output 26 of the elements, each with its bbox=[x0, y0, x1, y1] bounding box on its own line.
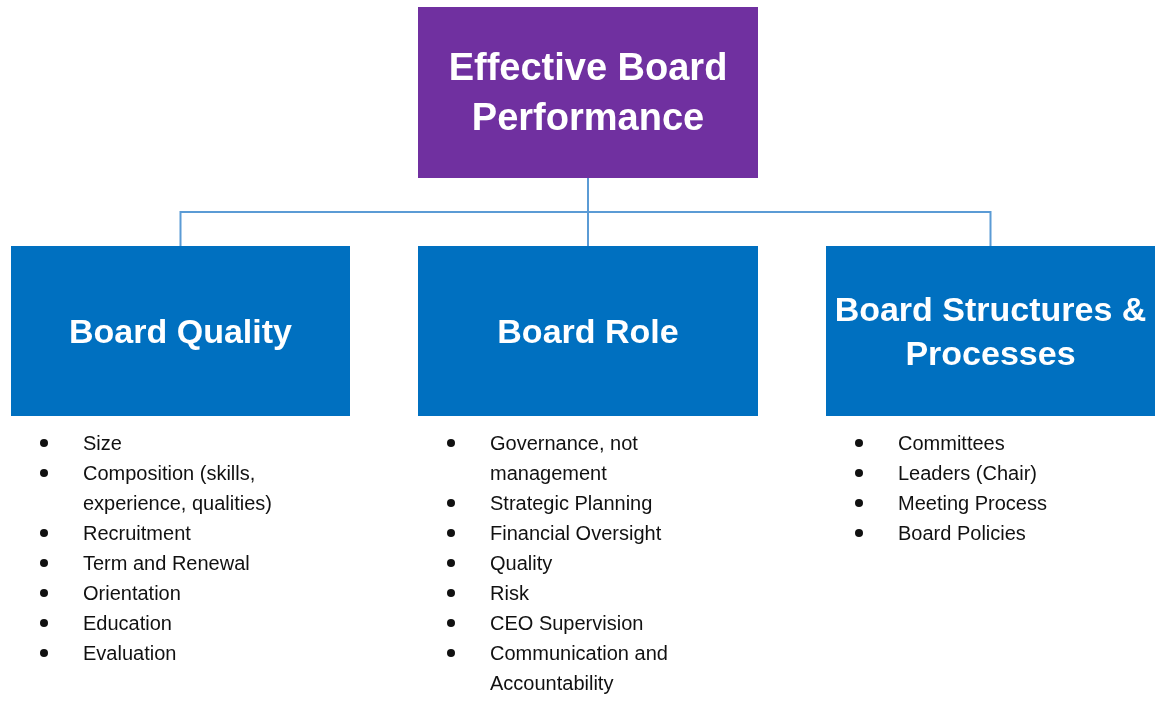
category-box bbox=[418, 246, 758, 416]
bullet-item: Recruitment bbox=[37, 518, 337, 548]
box-title: Board Structures & Processes bbox=[834, 288, 1147, 374]
bullet-item: Term and Renewal bbox=[37, 548, 337, 578]
bullet-item: Board Policies bbox=[852, 518, 1152, 548]
box-title: Board Quality bbox=[69, 310, 292, 352]
top-box bbox=[418, 7, 758, 178]
bullet-item: Composition (skills, experience, qualities) bbox=[37, 458, 337, 518]
bullet-item: Meeting Process bbox=[852, 488, 1152, 518]
bullet-item: CEO Supervision bbox=[444, 608, 714, 638]
bullet-item: Evaluation bbox=[37, 638, 337, 668]
bullet-item: Strategic Planning bbox=[444, 488, 714, 518]
box-title: Board Role bbox=[497, 310, 679, 352]
bullet-item: Governance, not management bbox=[444, 428, 714, 488]
bullet-item: Leaders (Chair) bbox=[852, 458, 1152, 488]
bullet-item: Risk bbox=[444, 578, 714, 608]
bullet-item: Quality bbox=[444, 548, 714, 578]
bullet-item: Orientation bbox=[37, 578, 337, 608]
bullet-item: Education bbox=[37, 608, 337, 638]
box-title: Effective Board Performance bbox=[447, 45, 729, 140]
bullet-item: Committees bbox=[852, 428, 1152, 458]
bullet-item: Size bbox=[37, 428, 337, 458]
category-box bbox=[11, 246, 350, 416]
bullet-item: Financial Oversight bbox=[444, 518, 714, 548]
category-box bbox=[826, 246, 1155, 416]
bullet-item: Communication and Accountability bbox=[444, 638, 714, 698]
